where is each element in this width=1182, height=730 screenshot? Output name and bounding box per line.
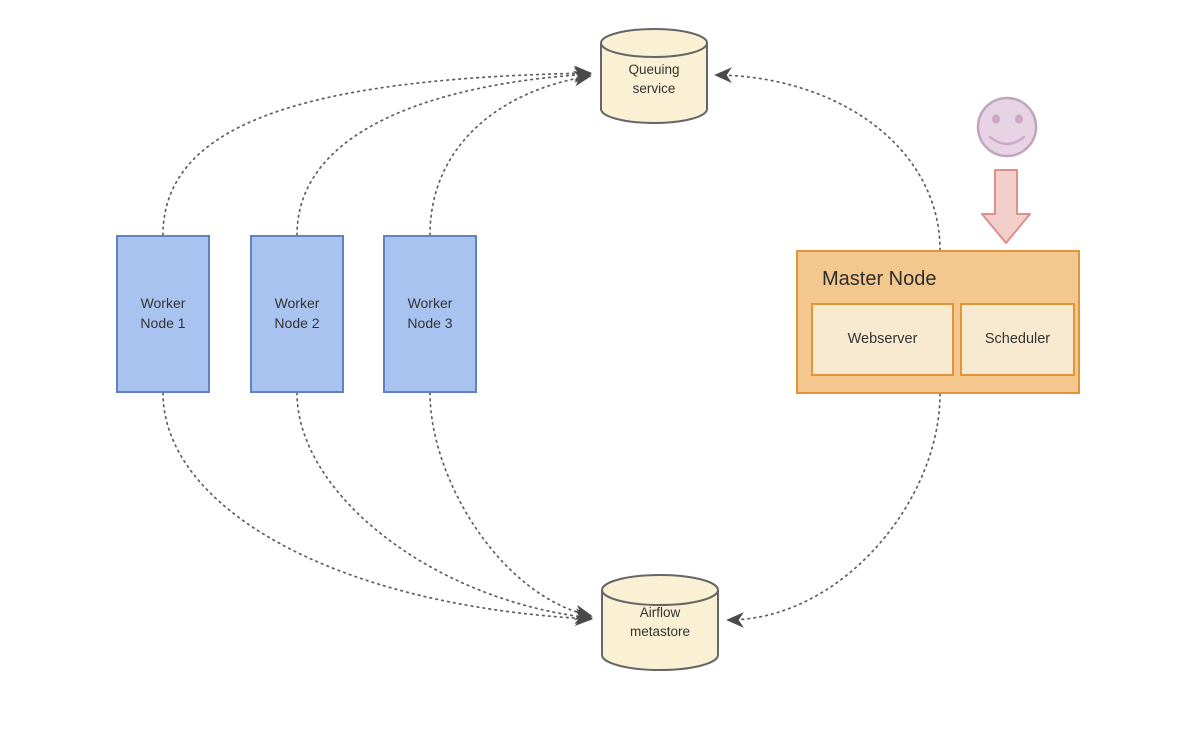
worker-node-2-label: Worker Node 2	[274, 295, 320, 331]
worker-node-1-label: Worker Node 1	[140, 295, 186, 331]
webserver-label: Webserver	[847, 331, 918, 348]
worker-node-3-label: Worker Node 3	[407, 295, 453, 331]
queuing-service-cylinder	[600, 28, 708, 124]
smiley-mouth	[988, 135, 1026, 146]
edge-worker-3-to-queuing	[429, 70, 592, 236]
master-node: Master Node Webserver Scheduler	[796, 250, 1080, 394]
edge-worker-1-to-queuing	[162, 65, 592, 236]
edge-master-to-queuing	[714, 67, 941, 251]
airflow-metastore-cylinder	[601, 574, 719, 671]
edge-worker-1-to-metastore	[162, 392, 593, 627]
edge-worker-2-to-queuing	[296, 67, 592, 236]
user-down-block-arrow-icon	[981, 169, 1031, 244]
edge-worker-2-to-metastore	[296, 392, 593, 625]
worker-node-1: Worker Node 1	[116, 235, 210, 393]
smiley-right-eye	[1015, 114, 1023, 124]
smiley-face-icon	[976, 96, 1038, 158]
smiley-left-eye	[992, 114, 1000, 124]
webserver-node: Webserver	[811, 303, 954, 376]
master-node-title: Master Node	[822, 268, 937, 290]
scheduler-node: Scheduler	[960, 303, 1075, 376]
worker-node-2: Worker Node 2	[250, 235, 344, 393]
scheduler-label: Scheduler	[984, 331, 1051, 348]
edge-master-to-metastore	[726, 393, 941, 628]
worker-node-3: Worker Node 3	[383, 235, 477, 393]
edge-worker-3-to-metastore	[429, 392, 593, 621]
